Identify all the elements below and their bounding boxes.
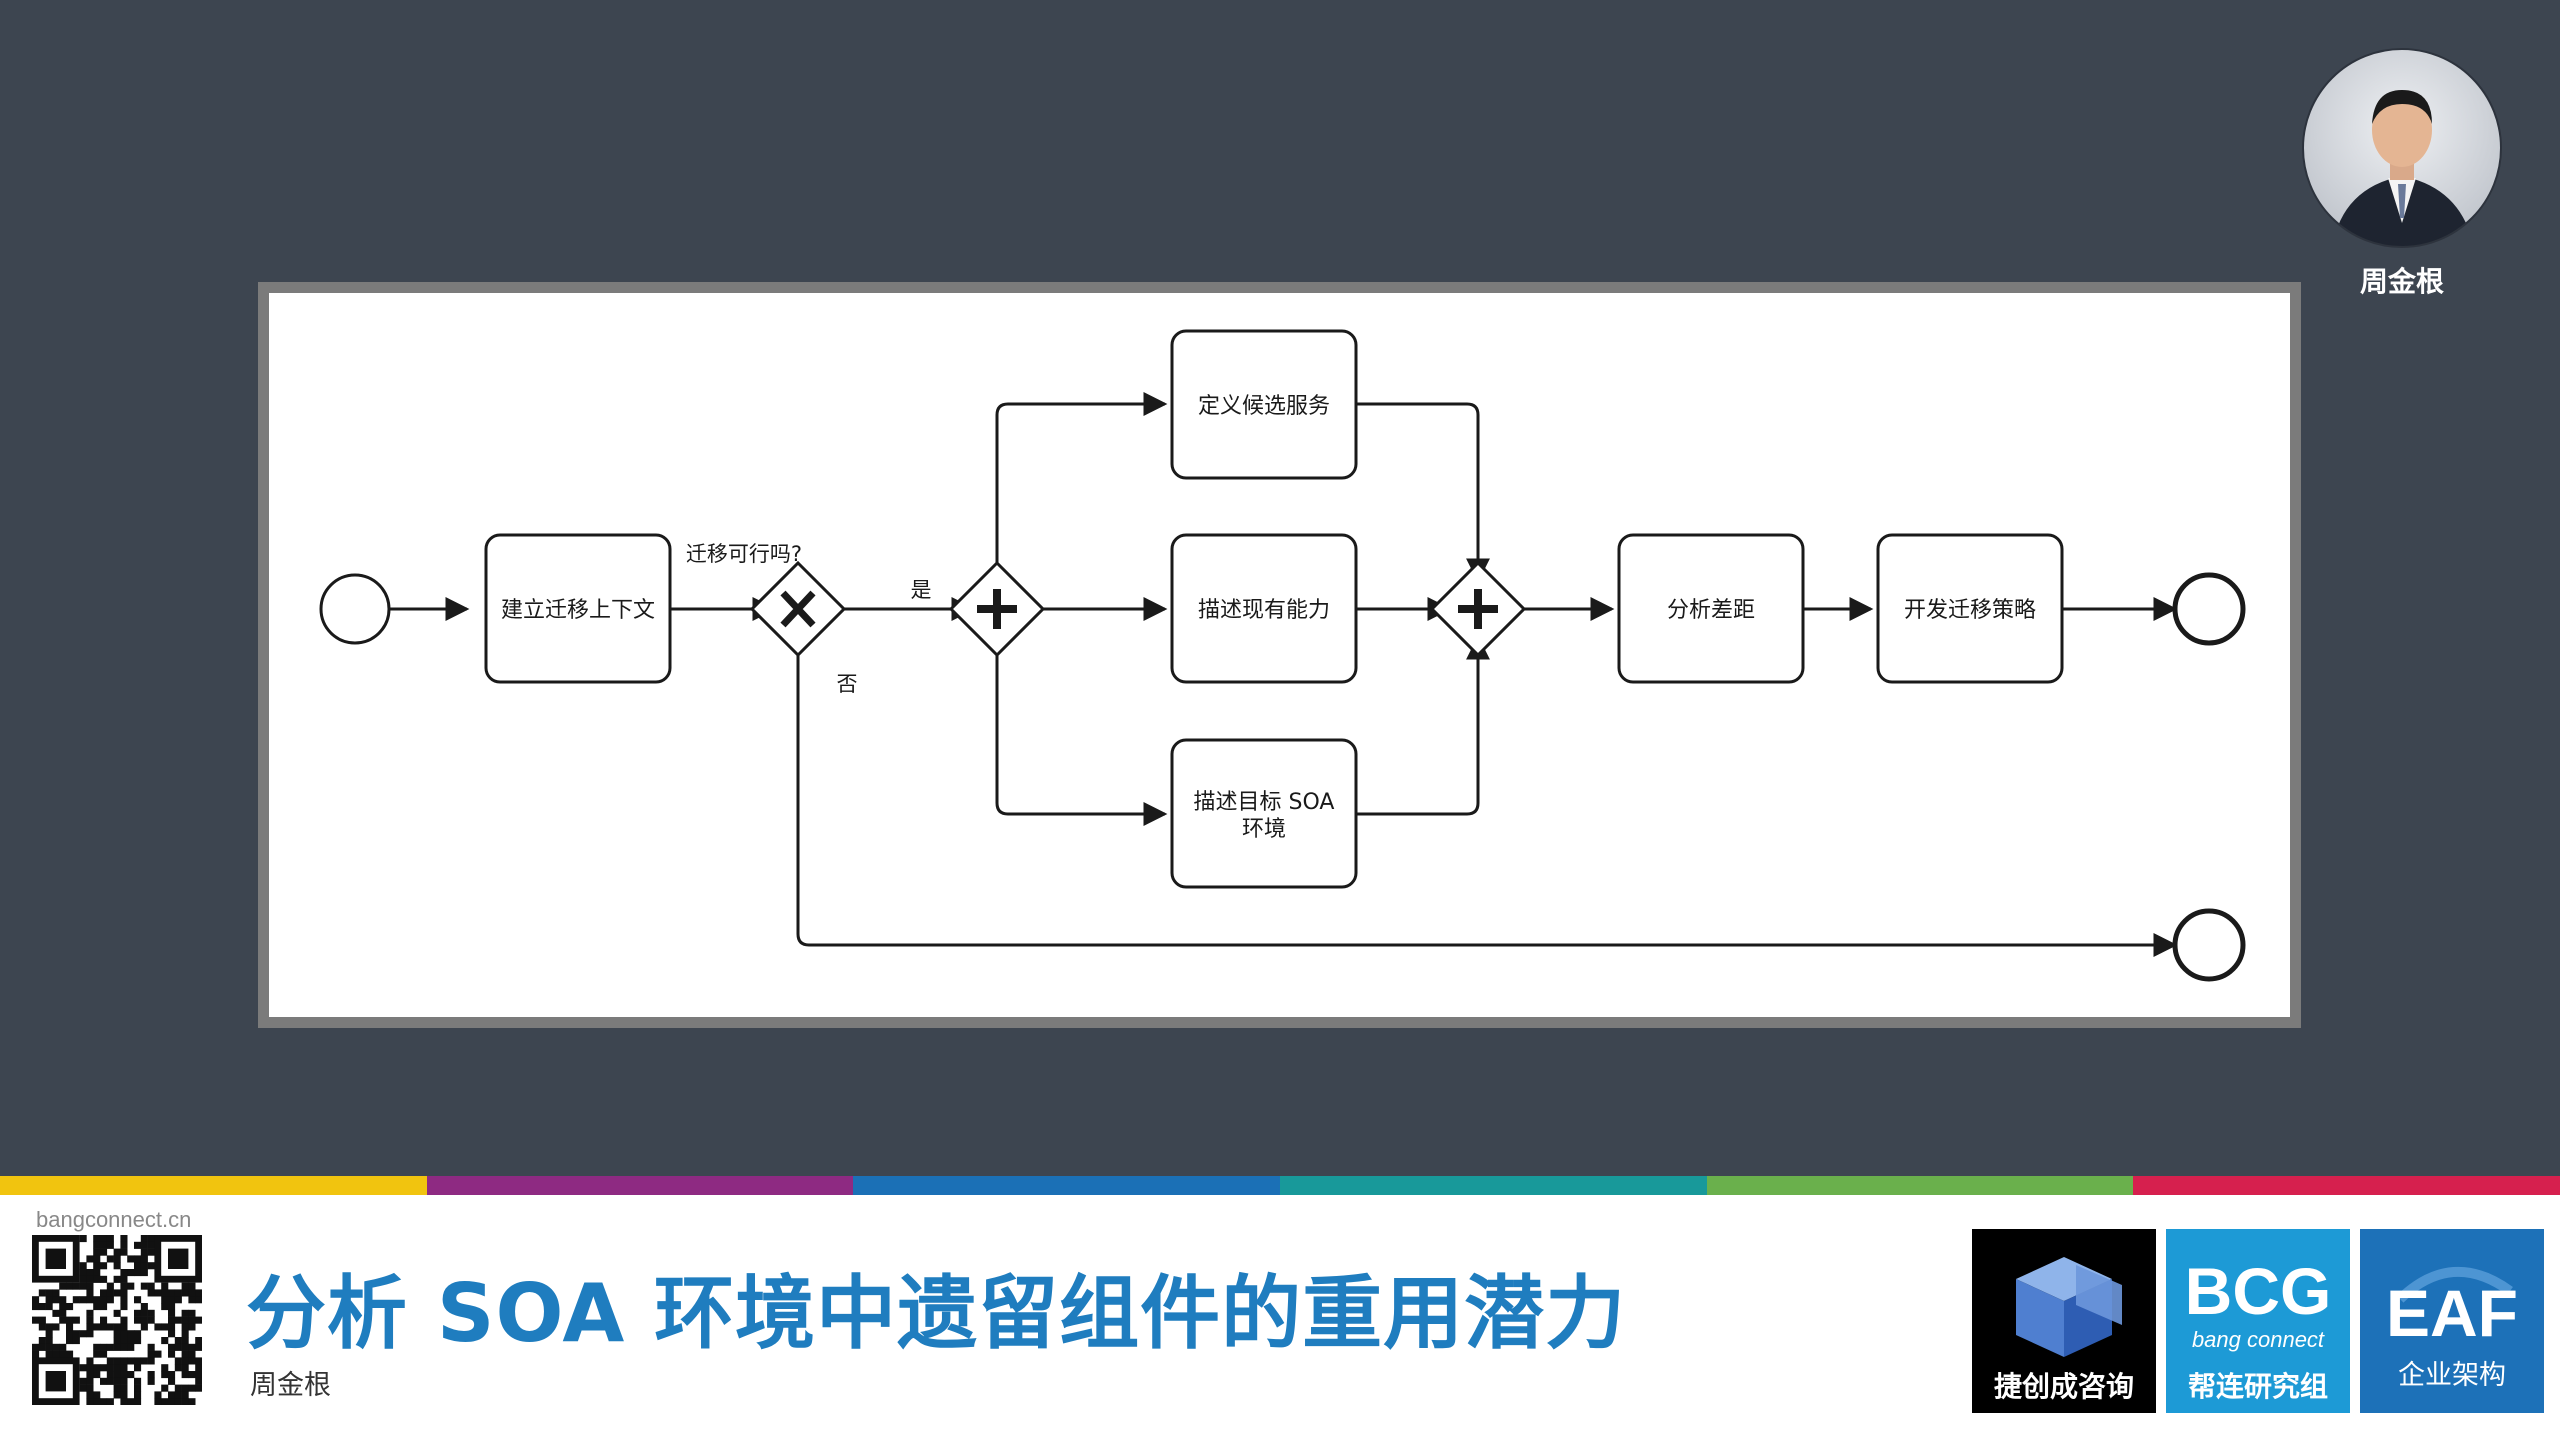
end-event-rejected (2172, 908, 2246, 982)
task-develop-strategy-label: 开发迁移策略 (1904, 598, 2036, 623)
task-define-candidates-label: 定义候选服务 (1198, 394, 1330, 419)
flow-split-to-candidates (995, 392, 1168, 584)
bpmn-diagram: 建立迁移上下文 定义候选服务 描述现有能力 描述目标 SOA 环境 分析差距 开… (269, 293, 2290, 1017)
task-describe-target-label-line1: 描述目标 SOA (1194, 790, 1335, 815)
flow-split-to-target (995, 634, 1168, 826)
bcg-subtitle: bang connect (2191, 1327, 2325, 1352)
color-stripe (0, 1176, 2560, 1195)
presenter-avatar (2302, 48, 2502, 248)
parallel-join-gateway (1429, 560, 1527, 658)
parallel-split-gateway (948, 560, 1046, 658)
task-develop-strategy-box (1876, 533, 2064, 684)
task-establish-context-box (484, 533, 672, 684)
yes-label: 是 (911, 578, 932, 602)
eaf-logo: EAF 企业架构 (2360, 1229, 2544, 1413)
bcg-caption: 帮连研究组 (2187, 1370, 2328, 1403)
task-describe-target-label-line2: 环境 (1242, 817, 1286, 842)
site-url[interactable]: bangconnect.cn (36, 1207, 192, 1232)
flow-no (796, 634, 2178, 957)
flow-target-to-join (1349, 635, 1490, 816)
task-describe-target-box (1170, 738, 1358, 889)
presenter-name: 周金根 (2359, 265, 2444, 298)
qr-code (32, 1235, 203, 1409)
exclusive-gateway (749, 560, 847, 658)
task-describe-existing-label: 描述现有能力 (1198, 598, 1330, 623)
jiechuang-logo: 捷创成咨询 (1972, 1229, 2156, 1413)
eaf-wordmark: EAF (2386, 1276, 2518, 1350)
bcg-logo: BCG bang connect 帮连研究组 (2166, 1229, 2350, 1413)
task-describe-existing-box (1170, 533, 1358, 684)
footer: bangconnect.cn 分析 SOA 环境中遗留组件的重用潜力 周金根 捷… (0, 1195, 2560, 1440)
slide-author: 周金根 (250, 1370, 331, 1401)
bcg-wordmark: BCG (2184, 1254, 2332, 1328)
end-event-success (2172, 572, 2246, 646)
no-label: 否 (837, 672, 858, 696)
task-analyze-gap-box (1617, 533, 1805, 684)
jiechuang-caption: 捷创成咨询 (1993, 1370, 2134, 1403)
start-event (319, 573, 391, 645)
task-establish-context-label: 建立迁移上下文 (501, 598, 655, 623)
eaf-caption: 企业架构 (2398, 1360, 2506, 1391)
slide-title: 分析 SOA 环境中遗留组件的重用潜力 (246, 1267, 1627, 1360)
task-define-candidates-box (1170, 329, 1358, 480)
task-analyze-gap-label: 分析差距 (1667, 598, 1755, 623)
diagram-frame: 建立迁移上下文 定义候选服务 描述现有能力 描述目标 SOA 环境 分析差距 开… (258, 282, 2301, 1028)
gateway-question-label: 迁移可行吗? (686, 542, 802, 566)
flow-candidates-to-join (1349, 402, 1490, 583)
